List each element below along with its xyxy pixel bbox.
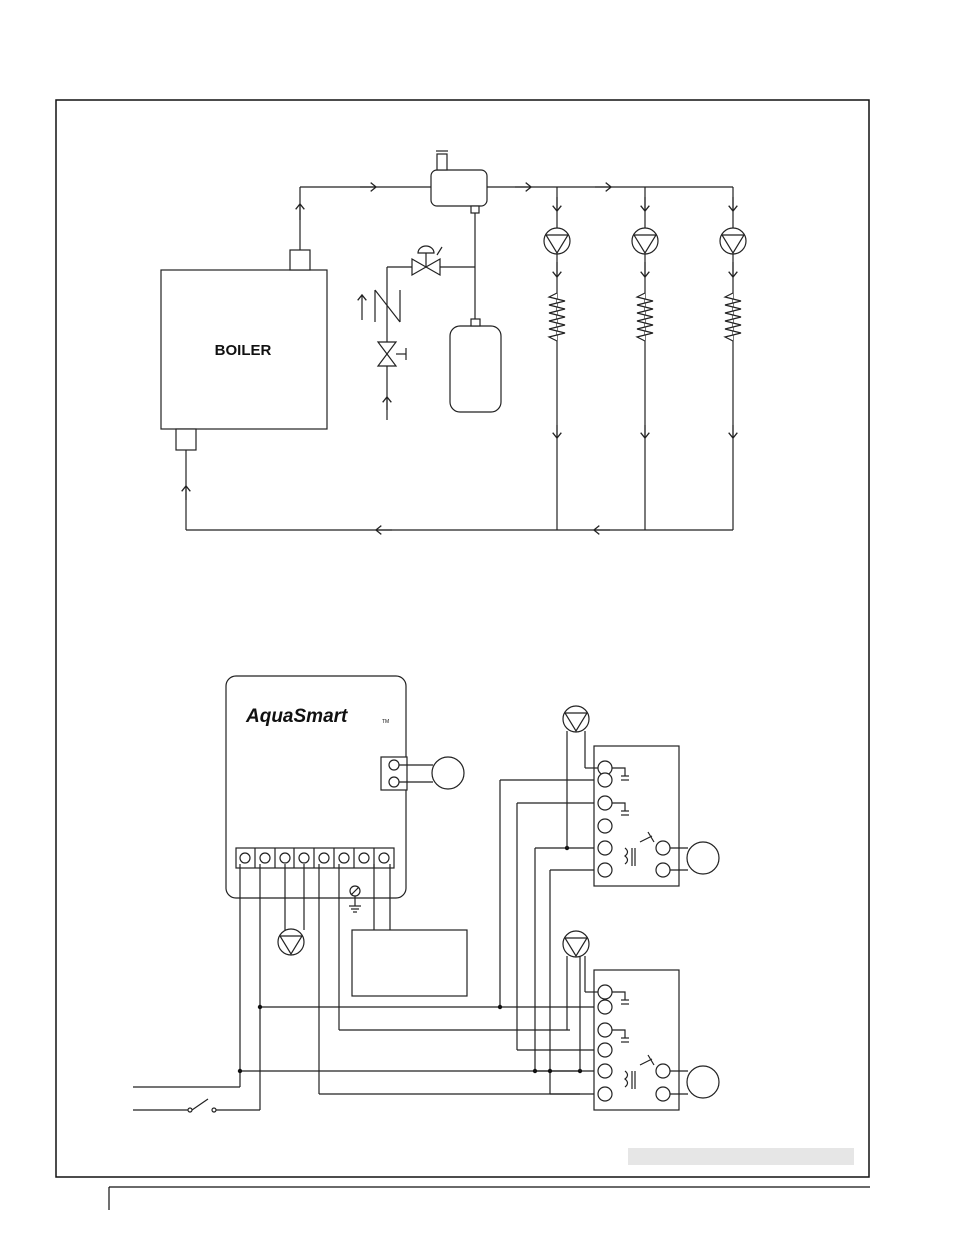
zone-relay-2 xyxy=(594,970,679,1110)
boiler-label: BOILER xyxy=(215,342,272,359)
zone-relay-1 xyxy=(594,746,679,886)
boiler-control-box xyxy=(352,930,467,996)
controller-brand: AquaSmart xyxy=(245,706,348,727)
zone-2 xyxy=(632,187,658,530)
shutoff-valve xyxy=(378,342,406,366)
controller-brand-mark: TM xyxy=(382,719,389,725)
footer-rule xyxy=(109,1187,870,1210)
zone-2-circulator xyxy=(632,228,658,254)
power-switch xyxy=(133,1099,260,1112)
zone-pump-1 xyxy=(563,706,589,732)
zone-pump-2 xyxy=(563,931,589,957)
zone-3-circulator xyxy=(720,228,746,254)
piping-diagram: BOILER xyxy=(161,151,746,530)
caption-bar xyxy=(628,1148,854,1165)
zone-1-heating-coil xyxy=(549,293,565,341)
ground-symbol xyxy=(349,886,361,912)
wiring-diagram: AquaSmart TM xyxy=(133,676,719,1112)
system-pump xyxy=(278,929,304,955)
zone-valve-1 xyxy=(687,842,719,874)
air-vent xyxy=(437,154,447,170)
expansion-tank xyxy=(450,326,501,412)
air-separator xyxy=(431,170,487,206)
fill-valve xyxy=(412,246,442,275)
boiler-return-nozzle xyxy=(176,429,196,450)
separator-drain xyxy=(471,206,479,213)
boiler-supply-nozzle xyxy=(290,250,310,270)
zone-3 xyxy=(720,187,746,530)
zone-3-heating-coil xyxy=(725,293,741,341)
temperature-sensor xyxy=(432,757,464,789)
page-frame xyxy=(56,100,869,1177)
zone-valve-2 xyxy=(687,1066,719,1098)
zone-1 xyxy=(544,187,570,530)
zone-1-circulator xyxy=(544,228,570,254)
zone-2-heating-coil xyxy=(637,293,653,341)
